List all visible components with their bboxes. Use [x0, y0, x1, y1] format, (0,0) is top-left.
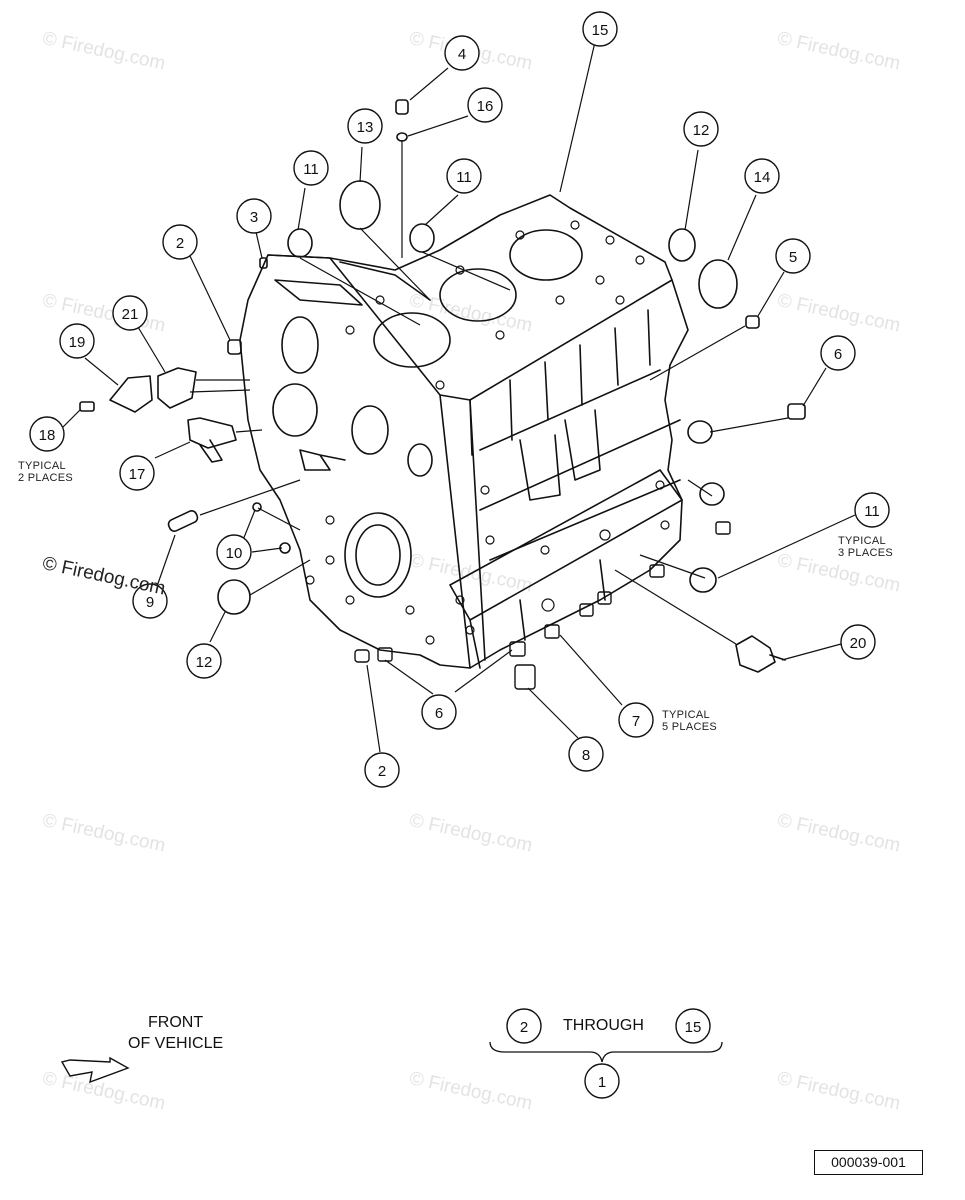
cylinder-block-outline [239, 194, 689, 669]
callout-number: 13 [357, 119, 374, 136]
callout-number: 15 [592, 22, 609, 39]
callout-number: 11 [864, 503, 880, 520]
callout-number: 7 [632, 713, 640, 730]
callout-number: 18 [39, 427, 56, 444]
water-outlet [109, 375, 153, 413]
top-deck [267, 254, 673, 669]
callout-number: 8 [582, 747, 590, 764]
callout-number: 17 [129, 466, 146, 483]
front-of-vehicle-label: FRONT OF VEHICLE [128, 1014, 224, 1052]
callout-number: 20 [850, 635, 867, 652]
drawing-code: 000039-001 [814, 1150, 923, 1175]
callout-number: 4 [458, 46, 466, 63]
oil-pressure-switch [735, 635, 786, 673]
front-arrow-icon [60, 1056, 130, 1084]
legend-range-start: 2 [520, 1019, 528, 1036]
note-typical-5-places: TYPICAL 5 PLACES [662, 709, 717, 733]
callout-number: 2 [176, 235, 184, 252]
callout-number: 10 [226, 545, 243, 562]
callout-number: 21 [122, 306, 139, 323]
callout-number: 6 [834, 346, 842, 363]
cylinder-bore [439, 268, 517, 322]
callout-number: 3 [250, 209, 258, 226]
thermostat [187, 417, 237, 463]
callout-number: 11 [456, 169, 472, 186]
drain-plugs [354, 521, 731, 690]
callout-number: 11 [303, 161, 319, 178]
gasket [157, 367, 197, 409]
note-typical-3-places: TYPICAL 3 PLACES [838, 535, 893, 559]
cylinder-bore [373, 312, 451, 368]
cylinder-bore [509, 229, 583, 281]
callout-number: 12 [693, 122, 710, 139]
callout-number: 16 [477, 98, 494, 115]
legend-through-label: THROUGH [563, 1017, 644, 1034]
callout-number: 9 [146, 594, 154, 611]
callout-number: 5 [789, 249, 797, 266]
callout-number: 12 [196, 654, 213, 671]
legend-assembly-number: 1 [598, 1074, 606, 1091]
callout-number: 14 [754, 169, 771, 186]
callout-number: 2 [378, 763, 386, 780]
range-brace [489, 1041, 723, 1063]
note-typical-2-places: TYPICAL 2 PLACES [18, 460, 73, 484]
legend-range-end: 15 [685, 1019, 702, 1036]
callout-number: 6 [435, 705, 443, 722]
callout-number: 19 [69, 334, 86, 351]
expansion-plugs [217, 180, 738, 615]
